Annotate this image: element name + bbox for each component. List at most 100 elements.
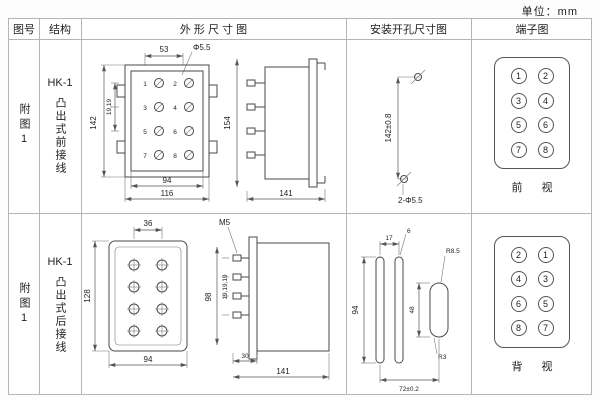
dim-19-19-19: 19,19,19 [222,274,229,300]
terminal-num: 6 [542,120,548,131]
terminal-num: 3 [542,274,548,285]
terminal-box-rear: 2 1 4 3 6 5 8 7 [494,235,570,348]
dim-116: 116 [161,189,174,198]
col-divider [39,19,40,394]
terminal-number: 5 [143,129,147,136]
row-divider [9,213,591,214]
mounting-hole-drawing-front: 142±0.8 2-Φ5.5 [384,69,426,205]
terminal-circle: 8 [510,320,527,337]
col-divider [471,19,472,394]
terminal-circle: 2 [510,246,527,263]
terminal-circle: 8 [537,141,554,158]
model-label: HK-1 [47,255,73,268]
terminal-circle: 6 [537,117,554,134]
structure-desc: 凸出式后接线 [54,275,66,354]
terminal-num: 3 [515,95,521,106]
fig-no-label: 附图1 [18,281,30,328]
terminal-circle: 1 [537,246,554,263]
dim-r3: R3 [438,354,447,361]
terminal-circle: 4 [537,92,554,109]
header-terminal: 端子图 [515,24,549,36]
terminal-screws [154,78,194,160]
terminal-number: 2 [173,81,177,88]
dim-36: 36 [144,219,153,228]
terminal-circle: 5 [510,117,527,134]
col-divider [81,19,82,394]
header-mounting: 安装开孔尺寸图 [370,24,447,36]
terminal-num: 2 [542,71,548,82]
row-divider [9,39,591,40]
header-fig-no: 图号 [13,24,35,36]
outline-drawing-rear-wiring: 36 128 [83,218,330,380]
terminal-num: 1 [515,71,521,82]
header-structure: 结构 [49,24,71,36]
terminal-number: 6 [173,129,177,136]
terminal-num: 8 [515,323,521,334]
terminal-circle: 3 [537,271,554,288]
dim-94: 94 [144,355,153,364]
dim-2-holes: 2-Φ5.5 [398,196,423,205]
dim-141: 141 [279,189,293,198]
terminal-circle: 5 [537,295,554,312]
dim-141: 141 [276,367,290,376]
terminal-box-front: 1 2 3 4 5 6 7 8 [494,57,570,169]
row1-structure: HK-1 凸出式前接线 [39,39,81,213]
dim-r85: R8.5 [446,248,460,255]
terminal-number: 3 [143,105,147,112]
dim-48: 48 [409,306,416,314]
view-label-rear: 背 视 [511,360,561,373]
terminal-num: 4 [515,274,521,285]
terminal-num: 8 [542,144,548,155]
terminal-number: 1 [143,81,147,88]
dim-72-tol: 72±0.2 [399,386,419,393]
terminal-circle: 3 [510,92,527,109]
terminal-circle: 6 [510,295,527,312]
structure-desc: 凸出式前接线 [54,97,66,175]
dim-94: 94 [163,176,172,185]
terminal-number: 8 [173,153,177,160]
fig-no-label: 附图1 [18,103,30,149]
row1-terminal-cell: 1 2 3 4 5 6 7 8 前 视 [471,39,593,213]
dim-m5: M5 [219,218,231,227]
rear-terminals [127,258,169,338]
dim-hole: Φ5.5 [193,43,211,52]
terminal-num: 4 [542,95,548,106]
dimension-table: 图号 结构 外 形 尺 寸 图 安装开孔尺寸图 端子图 附图1 HK-1 凸出式… [8,18,592,395]
model-label: HK-1 [47,77,73,89]
dim-142: 142 [89,116,98,130]
dim-53: 53 [160,45,169,54]
row2-structure: HK-1 凸出式后接线 [39,213,81,396]
dim-98: 98 [204,292,213,301]
row2-fig-no: 附图1 [9,213,39,396]
outline-drawing-front-wiring: 53 Φ5.5 [89,43,326,202]
terminal-num: 2 [515,249,521,260]
mounting-hole-drawing-rear: 17 6 R8.5 94 48 R3 72±0.2 [351,228,460,393]
row2-outline-cell: 36 128 [81,213,346,396]
row1-mounting-cell: 142±0.8 2-Φ5.5 [346,39,471,213]
terminal-num: 7 [542,323,548,334]
terminal-num: 6 [515,298,521,309]
side-view: 154 141 [223,58,326,202]
unit-label: 单位：mm [521,6,578,18]
dim-19-19: 19,19 [106,98,113,115]
header-outline: 外 形 尺 寸 图 [179,24,248,36]
terminal-number: 4 [173,105,177,112]
front-view: 53 Φ5.5 [89,43,218,202]
row2-mounting-cell: 17 6 R8.5 94 48 R3 72±0.2 [346,213,471,396]
terminal-circle: 2 [537,68,554,85]
terminal-circle: 1 [510,68,527,85]
terminal-circle: 7 [537,320,554,337]
terminal-num: 7 [515,144,521,155]
terminal-number: 7 [143,153,147,160]
row2-terminal-cell: 2 1 4 3 6 5 8 7 背 视 [471,213,593,396]
row1-fig-no: 附图1 [9,39,39,213]
col-divider [346,19,347,394]
rear-view: 36 128 [83,219,188,368]
terminal-num: 1 [542,249,548,260]
terminal-num: 5 [515,120,521,131]
dim-6: 6 [407,228,411,235]
dim-142-tol: 142±0.8 [384,113,393,142]
dim-30: 30 [241,353,249,360]
view-label-front: 前 视 [511,182,561,194]
terminal-circle: 7 [510,141,527,158]
